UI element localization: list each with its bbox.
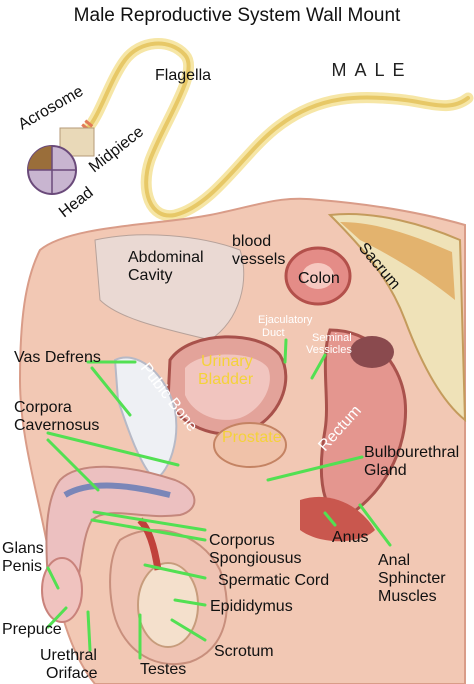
label-bulbourethral-gland-1: Bulbourethral [364,444,459,461]
spermatic-cord-shape [137,517,162,571]
label-urinary-bladder-1: Urinary [201,353,253,370]
label-bulbourethral-gland-2: Gland [364,462,407,479]
label-seminal-vessicles-1: Seminal [312,332,352,344]
label-testes: Testes [140,661,186,678]
anal-sphincter-shape [300,496,375,542]
label-anus: Anus [332,529,368,546]
label-spermatic-cord: Spermatic Cord [218,572,329,589]
pelvic-cross-section [18,197,467,684]
label-ejaculatory-duct-2: Duct [262,327,285,339]
sperm-flagellum-core [86,41,470,218]
corpora-band [63,482,171,498]
label-midpiece: Midpiece [86,123,147,176]
label-corporus-spongiousus-1: Corporus [209,532,275,549]
male-heading: MALE [331,60,412,80]
label-urethral-oriface-1: Urethral [40,647,97,664]
label-ejaculatory-duct-1: Ejaculatory [258,314,313,326]
label-vas-defrens: Vas Defrens [14,349,101,366]
prostate-shape [213,422,287,468]
label-acrosome: Acrosome [16,83,87,134]
label-urinary-bladder-2: Bladder [198,371,254,388]
label-abdominal-cavity-2: Cavity [128,267,172,284]
label-corpora-cavernosus-1: Corpora [14,399,72,416]
abdominal-region [94,234,245,341]
label-prostate: Prostate [222,429,282,446]
label-glans-penis-2: Penis [2,558,42,575]
sperm-illustration [27,38,474,221]
label-prepuce: Prepuce [2,621,62,638]
label-blood-vessels-1: blood [232,233,271,250]
sacrum-band [340,222,455,300]
label-anal-2: Sphincter [378,570,446,587]
label-abdominal-cavity-1: Abdominal [128,249,204,266]
pubic-bone-shape [113,356,178,482]
label-layer: Acrosome Flagella Midpiece Head Abdomina… [2,67,459,682]
label-anal-3: Muscles [378,588,437,605]
label-urethral-oriface-2: Oriface [46,665,98,682]
diagram-title: Male Reproductive System Wall Mount [74,5,401,26]
label-blood-vessels-2: vessels [232,251,285,268]
label-corporus-spongiousus-2: Spongiousus [209,550,302,567]
label-seminal-vessicles-2: Vessicles [306,344,352,356]
label-epididymus: Epididymus [210,598,293,615]
sperm-acrosome-shape [28,146,52,170]
label-flagella: Flagella [155,67,211,84]
pointer-lines [46,338,392,660]
label-anal-1: Anal [378,552,410,569]
label-colon: Colon [298,270,340,287]
seminal-vesicle-shape [350,336,394,368]
label-corpora-cavernosus-2: Cavernosus [14,417,99,434]
label-scrotum: Scrotum [214,643,274,660]
label-glans-penis-1: Glans [2,540,44,557]
